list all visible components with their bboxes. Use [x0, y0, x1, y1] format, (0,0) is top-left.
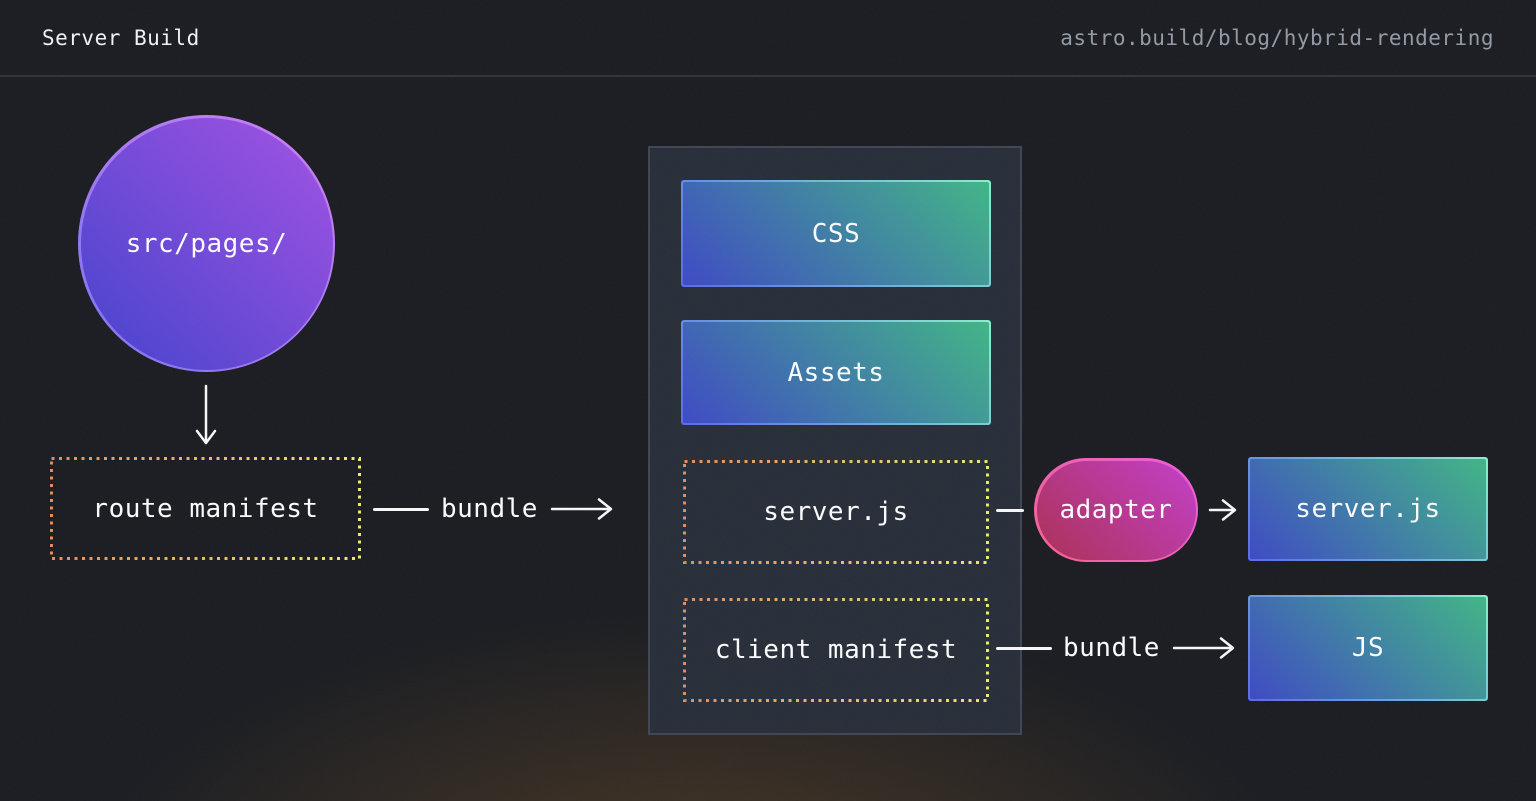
dotted-frame — [50, 457, 361, 560]
src-to-route-arrow-icon — [195, 384, 217, 445]
client-manifest-node: client manifest — [683, 598, 989, 702]
server-js-output-node: server.js — [1248, 457, 1488, 561]
blog-url: astro.build/blog/hybrid-rendering — [1060, 25, 1494, 50]
dotted-frame — [683, 598, 989, 702]
route-manifest-node: route manifest — [50, 457, 361, 560]
page-title: Server Build — [42, 25, 200, 50]
bundle-edge-label: bundle — [441, 494, 538, 524]
src-pages-node: src/pages/ — [78, 115, 335, 372]
bundle-to-js-arrow-icon — [1172, 637, 1235, 659]
build-output-panel: CSS Assets server.js — [648, 146, 1022, 735]
adapter-node: adapter — [1034, 458, 1198, 562]
css-label: CSS — [811, 218, 861, 249]
js-output-label: JS — [1351, 633, 1385, 663]
js-output-node: JS — [1248, 595, 1488, 701]
bundle-to-panel-arrow-icon — [550, 498, 613, 520]
assets-label: Assets — [787, 357, 885, 388]
dotted-frame — [683, 460, 989, 564]
src-pages-label: src/pages/ — [125, 228, 288, 259]
adapter-to-server-arrow-icon — [1208, 499, 1237, 521]
title-bar: Server Build astro.build/blog/hybrid-ren… — [0, 0, 1536, 77]
adapter-label: adapter — [1059, 495, 1173, 525]
client-to-bundle-line — [996, 647, 1052, 650]
assets-node: Assets — [681, 320, 991, 425]
server-js-entry-node: server.js — [683, 460, 989, 564]
server-to-adapter-line — [996, 509, 1024, 512]
bundle-client-edge-label: bundle — [1063, 633, 1160, 663]
css-node: CSS — [681, 180, 991, 287]
server-js-output-label: server.js — [1295, 494, 1441, 524]
route-to-bundle-line — [373, 508, 429, 511]
